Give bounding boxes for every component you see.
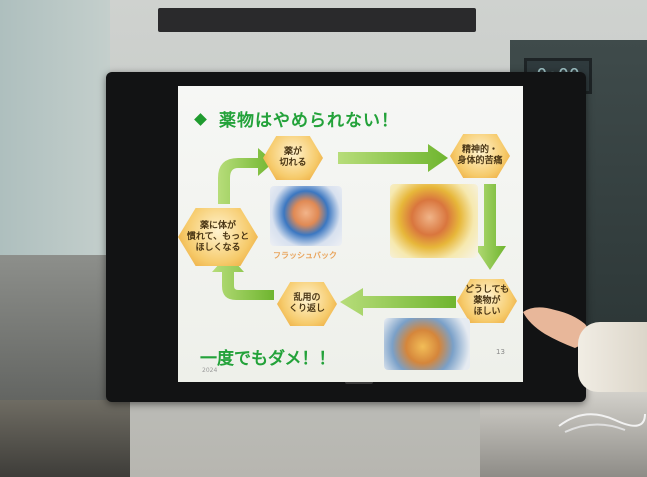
step-body-adapts: 薬に体が 慣れて、もっと ほしくなる [178, 208, 258, 266]
arrow-right-top [338, 144, 448, 172]
step-drug-wears-off: 薬が 切れる [263, 136, 323, 180]
floor [0, 400, 130, 477]
illustration-pain [390, 184, 478, 258]
presenter-sleeve [578, 322, 647, 392]
step-suffering: 精神的・ 身体的苦痛 [450, 134, 510, 178]
step-repeated-abuse: 乱用の くり返し [277, 282, 337, 326]
slide-slogan: 一度でもダメ！！ [200, 349, 336, 369]
presenter-hand [523, 307, 595, 348]
cables [558, 413, 646, 433]
arrow-up-curve [218, 148, 274, 204]
shelf [0, 255, 115, 415]
ceiling-fixture [158, 8, 476, 32]
slide-year: 2024 [202, 367, 218, 374]
illustration-distressed-boy [270, 186, 342, 246]
flashback-label: フラッシュバック [273, 251, 337, 260]
arrow-left-bottom [340, 288, 456, 316]
step-want-drug: どうしても 薬物が ほしい [457, 279, 517, 323]
slide-title: 薬物はやめられない！ [194, 106, 399, 131]
slide-page-number: 13 [496, 348, 505, 356]
window [0, 0, 110, 300]
illustration-craving [384, 318, 470, 370]
arrow-down-right [474, 184, 506, 270]
presentation-slide: 薬物はやめられない！ 薬が 切れる 精神的・ 身体的苦痛 薬に体が 慣れて、もっ… [178, 86, 523, 382]
